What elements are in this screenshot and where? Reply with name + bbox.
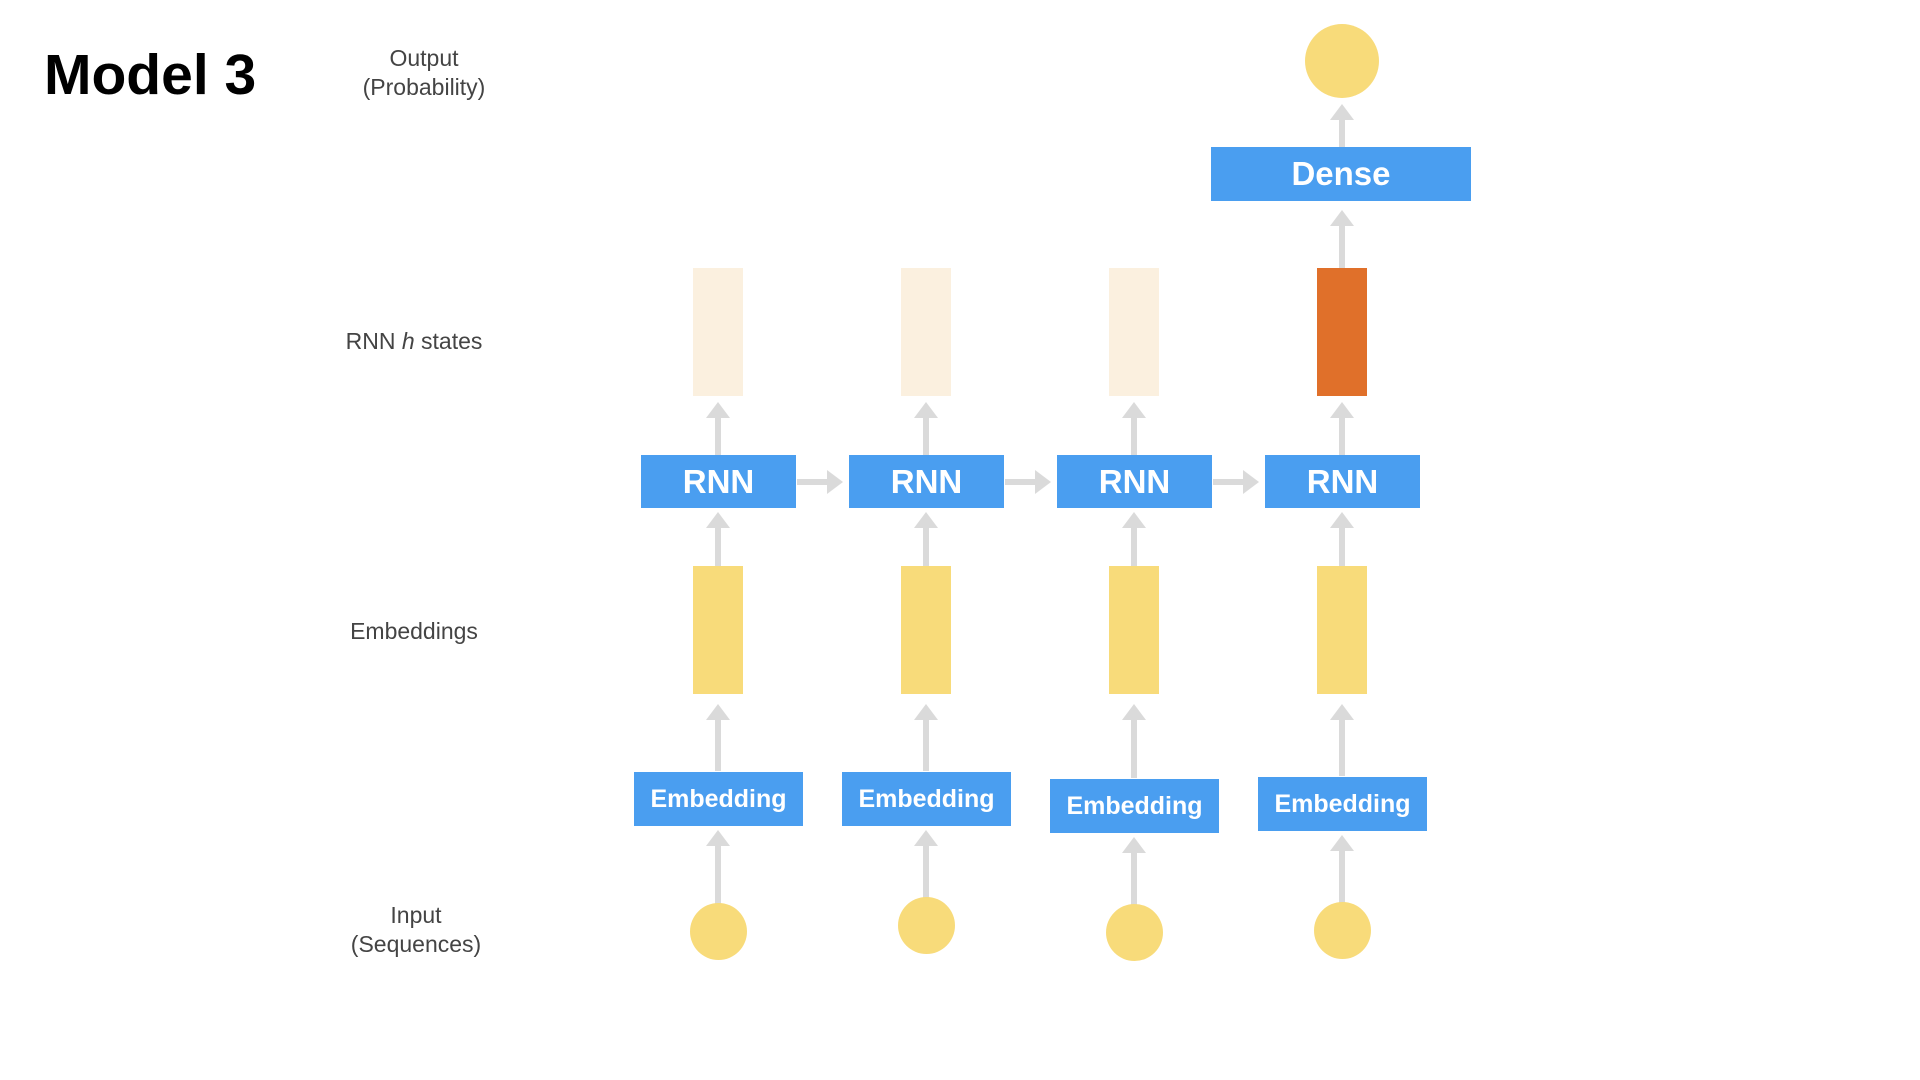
- embedding-vector-3: [1109, 566, 1159, 694]
- embedding-block-4: Embedding: [1258, 777, 1427, 831]
- output-node: [1305, 24, 1379, 98]
- hidden-state-2: [901, 268, 951, 396]
- embedding-vector-4: [1317, 566, 1367, 694]
- embedding-vector-2: [901, 566, 951, 694]
- label-embeddings: Embeddings: [294, 617, 534, 646]
- hidden-state-final: [1317, 268, 1367, 396]
- label-output-line1: Output: [389, 45, 459, 71]
- label-rnn-states: RNN h states: [294, 327, 534, 356]
- label-input: Input (Sequences): [296, 901, 536, 959]
- hidden-state-1: [693, 268, 743, 396]
- page-title: Model 3: [44, 43, 257, 107]
- embedding-block-3: Embedding: [1050, 779, 1219, 833]
- embedding-block-1: Embedding: [634, 772, 803, 826]
- label-output-line2: (Probability): [362, 74, 486, 100]
- rnn-block-2: RNN: [849, 455, 1004, 508]
- label-input-line2: (Sequences): [350, 931, 482, 957]
- input-node-3: [1106, 904, 1163, 961]
- label-output: Output (Probability): [304, 44, 544, 102]
- label-rnn-states-h: h: [401, 328, 415, 354]
- hidden-state-3: [1109, 268, 1159, 396]
- label-rnn-states-suffix: states: [414, 328, 483, 354]
- rnn-block-3: RNN: [1057, 455, 1212, 508]
- rnn-block-4: RNN: [1265, 455, 1420, 508]
- dense-block: Dense: [1211, 147, 1471, 201]
- rnn-block-1: RNN: [641, 455, 796, 508]
- input-node-1: [690, 903, 747, 960]
- label-input-line1: Input: [390, 902, 442, 928]
- input-node-4: [1314, 902, 1371, 959]
- label-rnn-states-prefix: RNN: [345, 328, 402, 354]
- embedding-vector-1: [693, 566, 743, 694]
- embedding-block-2: Embedding: [842, 772, 1011, 826]
- label-embeddings-text: Embeddings: [350, 618, 478, 644]
- input-node-2: [898, 897, 955, 954]
